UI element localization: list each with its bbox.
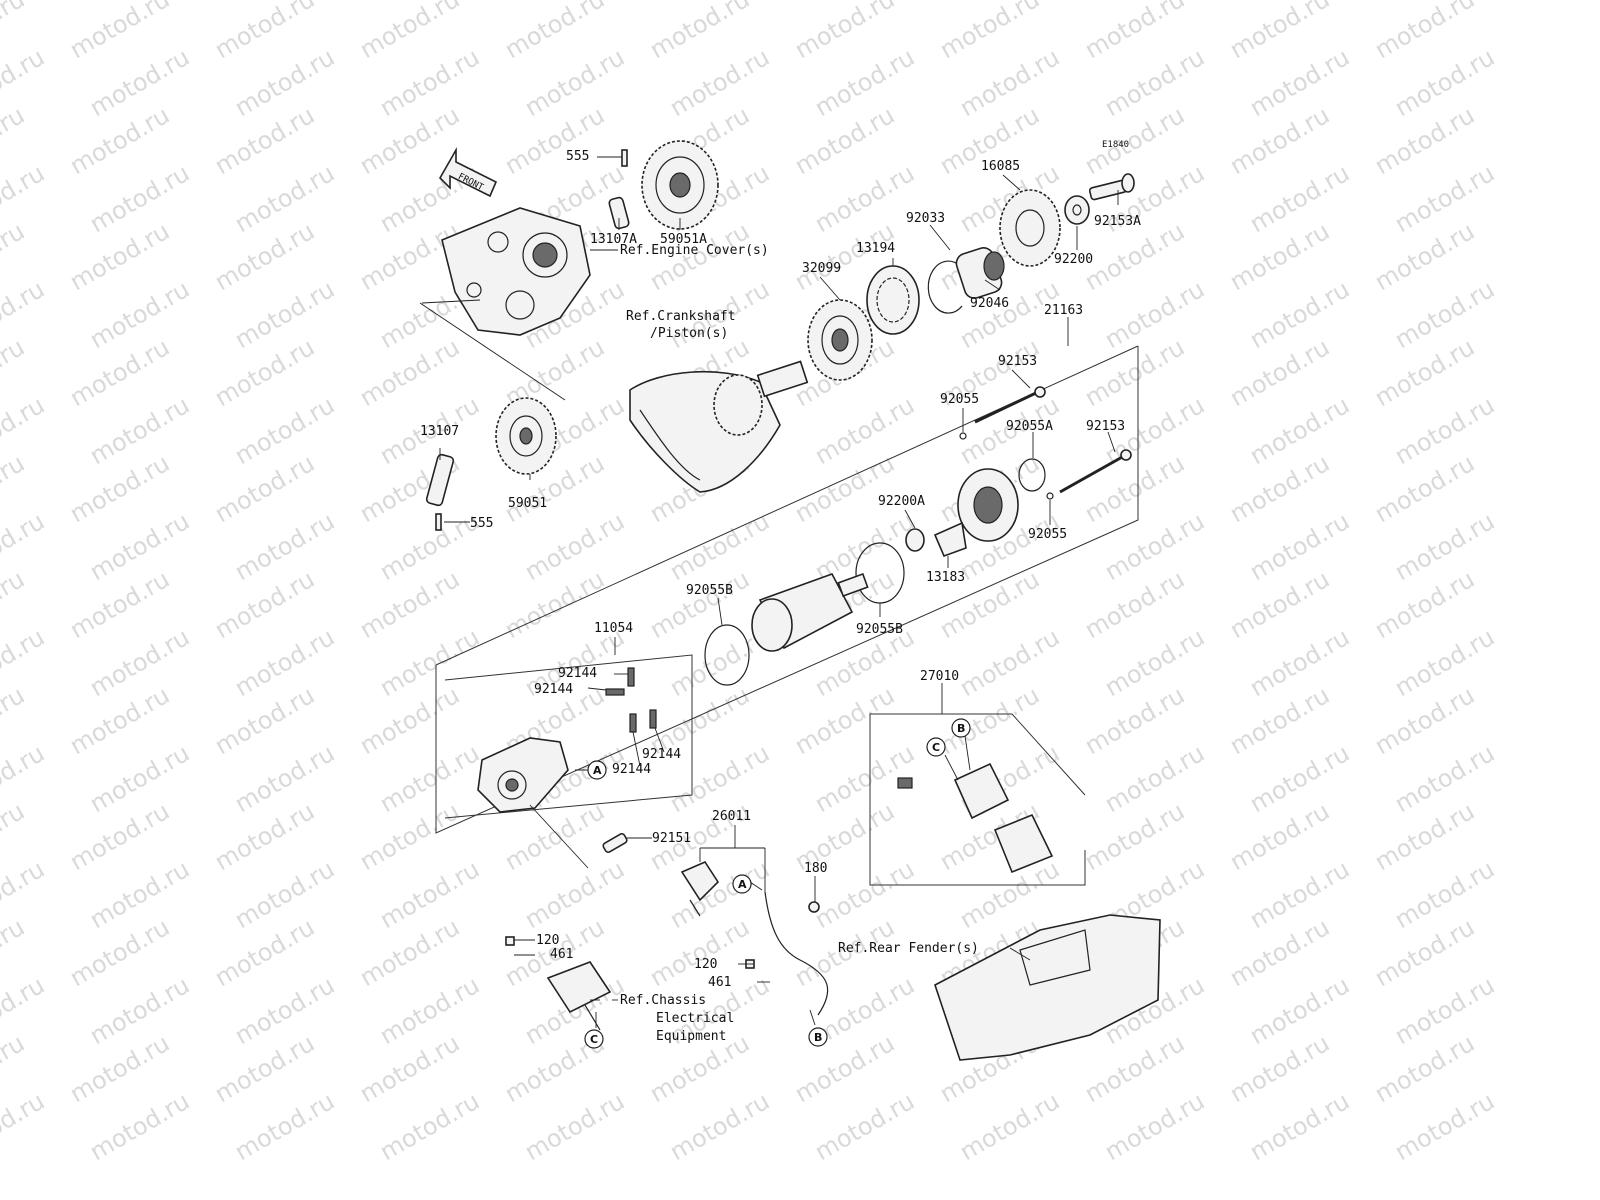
connector-b-relay: B	[951, 718, 971, 738]
callout-92153-mid: 92153	[1086, 419, 1125, 434]
connector-c-relay: C	[926, 737, 946, 757]
snap-ring-92033	[927, 260, 963, 314]
front-arrow: FRONT	[439, 146, 498, 198]
callout-92055-top: 92055	[940, 392, 979, 407]
brush-springs-92144	[605, 667, 657, 733]
connector-markers: A A B C B C	[584, 718, 971, 1049]
callout-13107: 13107	[420, 424, 459, 439]
washer-92200	[1064, 195, 1090, 225]
bolt-92153-top	[974, 386, 1046, 424]
svg-text:C: C	[590, 1033, 598, 1046]
starter-relay-box-27010	[869, 713, 1086, 886]
ref-chassis-line2: Electrical	[656, 1011, 734, 1026]
engine-cover-part	[441, 207, 591, 336]
callout-120-left: 120	[536, 933, 559, 948]
brush-holder-housing	[477, 737, 589, 869]
washer-92200a	[905, 528, 925, 552]
crankshaft-part	[629, 360, 809, 493]
starter-end-cover	[957, 468, 1019, 542]
callout-13183: 13183	[926, 570, 965, 585]
callout-11054: 11054	[594, 621, 633, 636]
connector-b-cable: B	[808, 1027, 828, 1047]
plate-13183	[933, 521, 967, 558]
o-ring-92055-top	[959, 432, 967, 440]
callout-92200: 92200	[1054, 252, 1093, 267]
shaft-13107a	[608, 149, 630, 230]
ref-chassis-line3: Equipment	[656, 1029, 726, 1044]
o-ring-92055-bottom	[1046, 492, 1054, 500]
connector-a-cable: A	[732, 874, 752, 894]
shaft-92153a	[1088, 173, 1135, 201]
callout-labels: 555 13107A 59051A 13107 59051 555 32099 …	[420, 140, 1141, 990]
callout-32099: 32099	[802, 261, 841, 276]
callout-461-right: 461	[708, 975, 731, 990]
needle-bearing-92046	[955, 247, 1005, 299]
brush-holder-box-11054	[444, 654, 693, 819]
svg-text:B: B	[957, 722, 965, 735]
callout-92055-bottom: 92055	[1028, 527, 1067, 542]
reference-labels: Ref.Engine Cover(s) Ref.Crankshaft /Pist…	[620, 243, 979, 1044]
one-way-clutch-13194	[866, 265, 920, 335]
shaft-13107	[425, 453, 455, 531]
callout-180: 180	[804, 861, 827, 876]
gear-16085	[999, 189, 1061, 267]
callout-16085: 16085	[981, 159, 1020, 174]
callout-92055b-left: 92055B	[686, 583, 733, 598]
callout-13107a: 13107A	[590, 232, 637, 247]
gear-59051a	[641, 140, 719, 230]
callout-92055a: 92055A	[1006, 419, 1053, 434]
callout-92033: 92033	[906, 211, 945, 226]
gear-32099	[807, 299, 873, 381]
svg-text:A: A	[738, 878, 747, 891]
callout-92151: 92151	[652, 831, 691, 846]
ref-crankshaft-line1: Ref.Crankshaft	[626, 309, 736, 324]
callout-92153-top: 92153	[998, 354, 1037, 369]
starter-motor-body	[751, 572, 869, 652]
svg-text:C: C	[932, 741, 940, 754]
assembly-outline-21163	[435, 346, 1139, 834]
o-ring-92055a	[1018, 458, 1046, 492]
ref-rear-fender: Ref.Rear Fender(s)	[838, 941, 979, 956]
ref-crankshaft-line2: /Piston(s)	[650, 326, 728, 341]
callout-92144-2: 92144	[534, 682, 573, 697]
svg-text:B: B	[814, 1031, 822, 1044]
ref-chassis-line1: Ref.Chassis	[620, 993, 706, 1008]
callout-21163: 21163	[1044, 303, 1083, 318]
callout-92144-1: 92144	[558, 666, 597, 681]
callout-92144-3: 92144	[642, 747, 681, 762]
callout-92153a: 92153A	[1094, 214, 1141, 229]
o-ring-92055b-left	[704, 624, 750, 686]
callout-59051a: 59051A	[660, 232, 707, 247]
bolt-180	[808, 901, 820, 913]
starter-relay	[897, 762, 1054, 874]
callout-120-right: 120	[694, 957, 717, 972]
rear-fender-part	[934, 914, 1161, 1061]
callout-27010: 27010	[920, 669, 959, 684]
bolt-92153-mid	[1059, 449, 1132, 494]
callout-92144-4: 92144	[612, 762, 651, 777]
callout-59051: 59051	[508, 496, 547, 511]
gear-59051	[495, 397, 557, 475]
callout-92046: 92046	[970, 296, 1009, 311]
diagram-code: E1840	[1102, 140, 1129, 150]
connector-a-starter: A	[587, 760, 607, 780]
callout-92200a: 92200A	[878, 494, 925, 509]
callout-92055b-right: 92055B	[856, 622, 903, 637]
starter-cable-26011	[680, 860, 829, 1016]
callout-555-top: 555	[566, 149, 589, 164]
svg-text:A: A	[593, 764, 602, 777]
callout-13194: 13194	[856, 241, 895, 256]
callout-461-left: 461	[550, 947, 573, 962]
chassis-connector	[505, 936, 612, 1031]
callout-26011: 26011	[712, 809, 751, 824]
leader-lines	[419, 156, 1119, 1028]
ref-engine-cover: Ref.Engine Cover(s)	[620, 243, 769, 258]
connector-c-chassis: C	[584, 1029, 604, 1049]
bolt-92151	[602, 832, 628, 854]
callout-555-bottom: 555	[470, 516, 493, 531]
